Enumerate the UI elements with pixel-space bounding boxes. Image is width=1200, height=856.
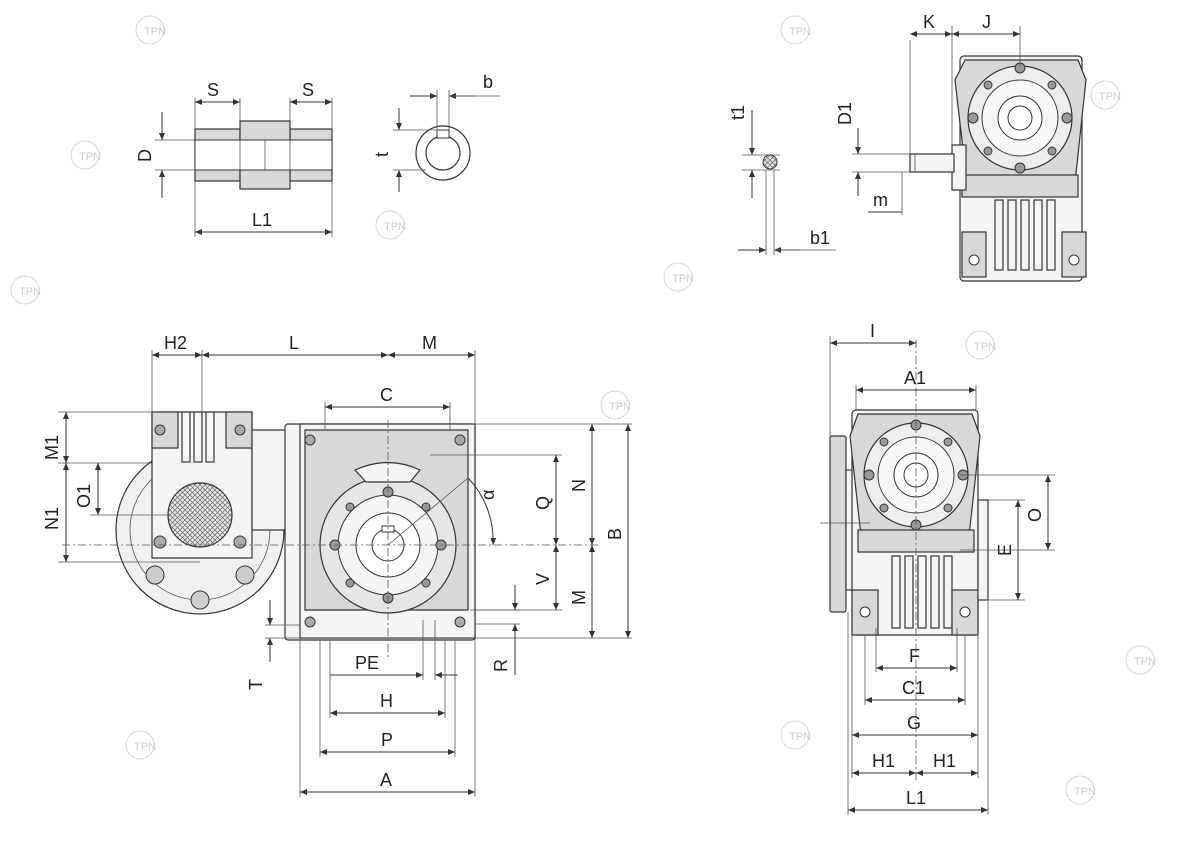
- dim-label-t: t: [372, 152, 392, 157]
- dim-label-c1: C1: [902, 678, 925, 698]
- dim-label-t1: t1: [728, 105, 748, 120]
- dim-label-p: P: [381, 730, 393, 750]
- dim-label-b: B: [605, 528, 625, 540]
- side-housing: [849, 409, 989, 636]
- dim-label-n1: N1: [42, 507, 62, 530]
- dim-label-pe: PE: [355, 653, 379, 673]
- dim-label-m: m: [873, 190, 888, 210]
- dim-label-c: C: [380, 385, 393, 405]
- watermark-logo: TPN: [1125, 645, 1156, 675]
- dim-label-k: K: [923, 12, 935, 32]
- dim-label-a: A: [380, 770, 392, 790]
- dim-label-g: G: [907, 713, 921, 733]
- svg-text:TPN: TPN: [672, 273, 694, 285]
- gearbox-top-view-body: [951, 55, 1087, 282]
- watermark-logo: TPN: [780, 15, 811, 45]
- dim-label-b1: b1: [810, 228, 830, 248]
- svg-text:TPN: TPN: [1074, 786, 1096, 798]
- dim-label-q: Q: [533, 496, 553, 510]
- dim-label-v: V: [533, 573, 553, 585]
- hollow-shaft-view: S S D L1 b t: [135, 72, 500, 237]
- watermark-logo: TPN: [125, 730, 156, 760]
- watermark-logo: TPN: [1065, 775, 1096, 805]
- dim-label-s-right: S: [302, 80, 314, 100]
- dim-label-l1: L1: [252, 210, 272, 230]
- dim-label-o1: O1: [74, 484, 94, 508]
- side-view: I A1 O E F C1 G H1 H1 L1: [820, 321, 1055, 815]
- dim-label-s-left: S: [207, 80, 219, 100]
- dim-label-h1-left: H1: [872, 751, 895, 771]
- dim-label-h2: H2: [164, 333, 187, 353]
- dim-label-m-top: M: [422, 333, 437, 353]
- svg-text:TPN: TPN: [79, 151, 101, 163]
- watermark-logo: TPN: [135, 15, 166, 45]
- worm-housing: [151, 411, 289, 559]
- svg-text:TPN: TPN: [19, 286, 41, 298]
- input-shaft-view: t1 b1: [728, 12, 1087, 282]
- dim-label-d1: D1: [835, 102, 855, 125]
- svg-text:TPN: TPN: [974, 341, 996, 353]
- main-housing: [284, 423, 476, 641]
- svg-text:TPN: TPN: [609, 401, 631, 413]
- watermark-logo: TPN: [600, 390, 631, 420]
- svg-text:TPN: TPN: [1134, 656, 1156, 668]
- dim-label-o: O: [1025, 508, 1045, 522]
- dim-label-j: J: [982, 12, 991, 32]
- dim-label-m-right: M: [569, 590, 589, 605]
- dim-label-h: H: [380, 691, 393, 711]
- dim-label-d: D: [135, 149, 155, 162]
- dim-label-a1: A1: [904, 368, 926, 388]
- svg-text:TPN: TPN: [1099, 91, 1121, 103]
- watermark-logo: TPN: [375, 210, 406, 240]
- dim-label-i: I: [870, 321, 875, 341]
- dim-label-b: b: [483, 72, 493, 92]
- watermark-logo: TPN: [70, 140, 101, 170]
- svg-text:TPN: TPN: [384, 221, 406, 233]
- keyway-section: [415, 125, 471, 181]
- svg-text:TPN: TPN: [144, 26, 166, 38]
- watermark-logo: TPN: [663, 262, 694, 292]
- svg-text:TPN: TPN: [789, 26, 811, 38]
- dim-label-l: L: [289, 333, 299, 353]
- watermarks: TPN TPN TPN TPN TPN TPN TPN TPN TPN TPN …: [10, 15, 1156, 805]
- watermark-logo: TPN: [780, 720, 811, 750]
- dim-label-alpha: α: [478, 490, 498, 500]
- svg-text:TPN: TPN: [134, 741, 156, 753]
- dim-label-m1: M1: [42, 435, 62, 460]
- dim-label-r: R: [491, 659, 511, 672]
- dim-label-l1: L1: [906, 788, 926, 808]
- dim-label-e: E: [995, 544, 1015, 556]
- watermark-logo: TPN: [10, 275, 41, 305]
- dim-label-t: T: [246, 679, 266, 690]
- dim-label-h1-right: H1: [933, 751, 956, 771]
- watermark-logo: TPN: [965, 330, 996, 360]
- watermark-logo: TPN: [1090, 80, 1121, 110]
- front-view: H2 L M C M1 O1 N1 α Q V N: [42, 333, 632, 797]
- dim-label-f: F: [909, 646, 920, 666]
- svg-text:TPN: TPN: [789, 731, 811, 743]
- side-flange-plate: [829, 435, 847, 613]
- dim-label-n: N: [569, 479, 589, 492]
- cooling-fins: [994, 199, 1056, 271]
- hollow-shaft-outline: [194, 120, 333, 190]
